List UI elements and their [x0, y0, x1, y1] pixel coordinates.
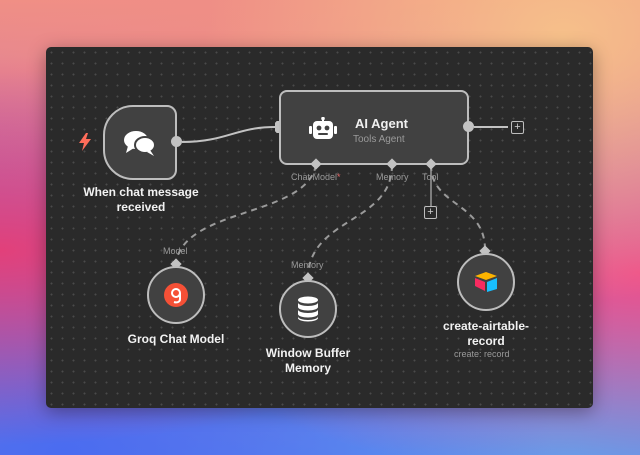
model-input-label: Model [163, 246, 188, 256]
memory-port[interactable] [386, 158, 398, 170]
chat-bubbles-icon [124, 130, 156, 156]
chat-model-port-label: Chat Model* [291, 172, 341, 182]
connections-layer [175, 122, 508, 274]
add-next-node-button[interactable]: + [511, 121, 524, 134]
memory-port-label: Memory [376, 172, 409, 182]
workflow-canvas[interactable]: When chat message received AI Agent Tool… [46, 47, 593, 408]
tool-port-label: Tool [422, 172, 439, 182]
memory-node-label: Window Buffer Memory [265, 346, 351, 375]
tool-connection[interactable] [430, 164, 487, 252]
agent-title: AI Agent [355, 116, 408, 131]
add-tool-button[interactable]: + [424, 206, 437, 219]
agent-output-port[interactable] [463, 121, 474, 132]
airtable-node[interactable] [457, 253, 515, 311]
memory-connection[interactable] [307, 164, 393, 274]
chat-trigger-node[interactable] [103, 105, 177, 180]
memory-input-label: Memory [291, 260, 324, 270]
airtable-icon [475, 272, 497, 292]
groq-icon [164, 283, 188, 307]
lightning-bolt-icon [79, 133, 91, 151]
tool-port[interactable] [425, 158, 437, 170]
agent-input-port[interactable] [276, 121, 280, 133]
airtable-node-label: create-airtable-record [442, 319, 530, 348]
groq-chat-model-node[interactable] [147, 266, 205, 324]
ai-agent-node[interactable]: AI Agent Tools Agent [279, 90, 469, 165]
trigger-output-port[interactable] [171, 136, 182, 147]
database-icon [298, 296, 318, 322]
trigger-to-agent-connection[interactable] [181, 126, 276, 143]
robot-icon [309, 117, 337, 139]
chat-model-port[interactable] [310, 158, 322, 170]
required-marker: * [337, 172, 341, 182]
agent-subtitle: Tools Agent [353, 134, 405, 145]
chat-model-port-text: Chat Model [291, 172, 338, 182]
window-buffer-memory-node[interactable] [279, 280, 337, 338]
trigger-node-label: When chat message received [83, 185, 199, 214]
airtable-node-subtitle: create: record [454, 349, 510, 359]
groq-node-label: Groq Chat Model [127, 332, 225, 346]
chat-model-connection[interactable] [175, 164, 317, 263]
